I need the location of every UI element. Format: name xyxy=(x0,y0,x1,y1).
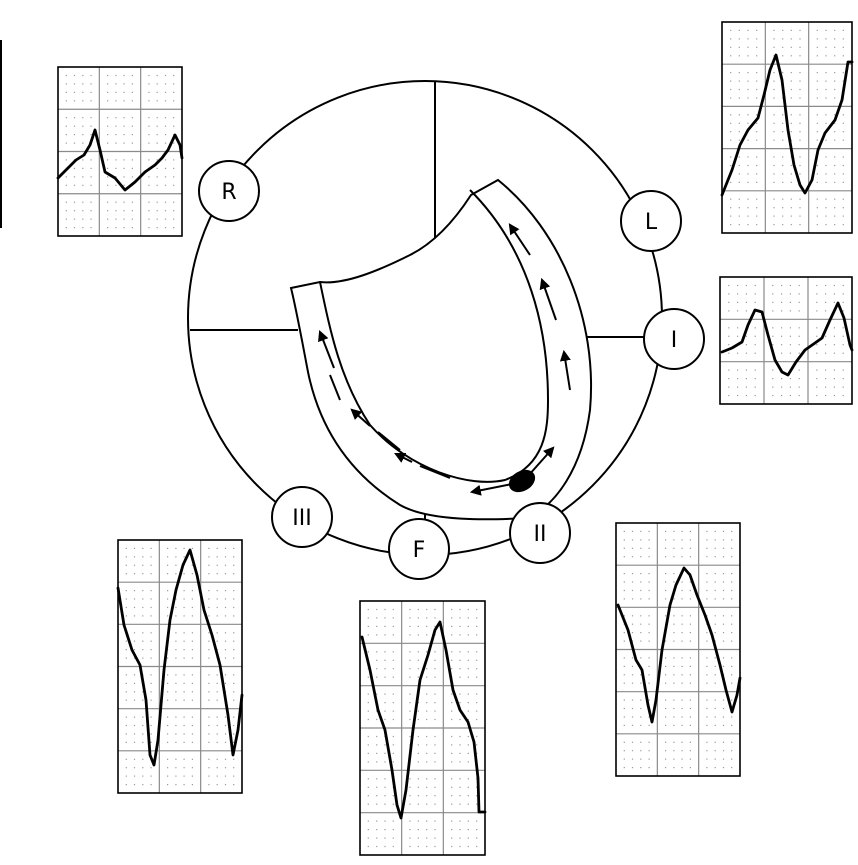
conduction-path xyxy=(318,223,571,496)
lead-label-I: I xyxy=(643,308,705,370)
lead-label-F-text: F xyxy=(413,538,426,563)
ecg-strip-L xyxy=(720,21,854,234)
ecg-grid xyxy=(719,276,853,405)
ecg-trace-R xyxy=(56,128,184,192)
lead-label-II: II xyxy=(509,502,571,564)
pacemaker-origin-icon xyxy=(508,469,536,493)
ecg-grid xyxy=(359,600,486,856)
ecg-trace-F xyxy=(360,620,487,820)
ecg-grid xyxy=(57,66,183,237)
lead-label-R: R xyxy=(198,160,260,222)
lead-label-F: F xyxy=(388,518,450,580)
heart-wall xyxy=(289,178,592,521)
ecg-trace-I xyxy=(720,301,854,377)
ecg-strip-R xyxy=(56,66,184,237)
ecg-strip-F xyxy=(359,600,487,856)
ecg-trace-II xyxy=(616,566,742,724)
ecg-strip-II xyxy=(615,522,742,777)
ecg-strip-I xyxy=(719,276,854,405)
lead-label-R-text: R xyxy=(221,180,236,205)
lead-label-III-text: III xyxy=(292,506,311,531)
ecg-grid xyxy=(615,522,741,777)
heart-wall-inner xyxy=(319,189,550,483)
lead-label-L: L xyxy=(620,190,682,252)
lead-label-L-text: L xyxy=(645,210,658,235)
ecg-trace-III xyxy=(116,548,244,767)
ecg-strip-III xyxy=(116,539,244,794)
ecg-trace-L xyxy=(720,53,854,197)
lead-label-I-text: I xyxy=(671,328,678,353)
lead-label-II-text: II xyxy=(534,522,547,547)
lead-label-III: III xyxy=(271,486,333,548)
